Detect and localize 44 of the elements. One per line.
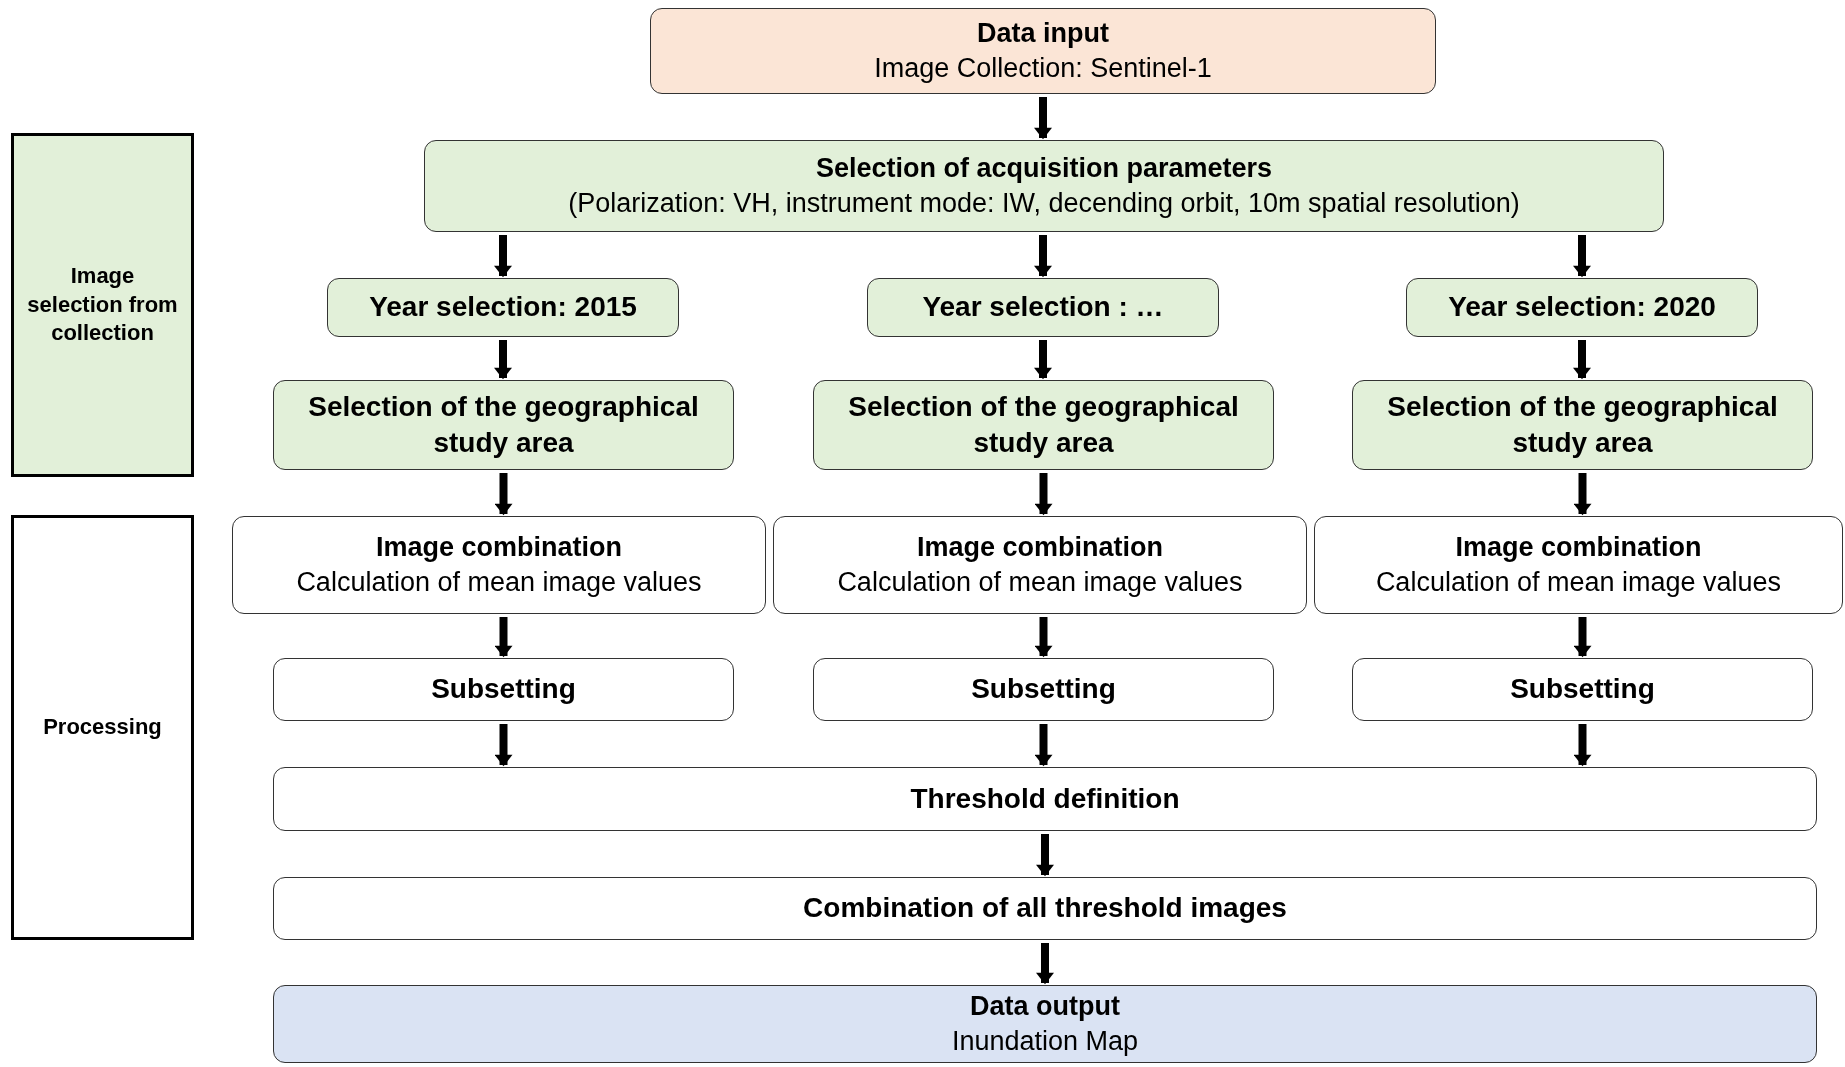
process-box bbox=[813, 658, 1274, 721]
box-heading: Data input bbox=[977, 16, 1109, 50]
box-heading: Threshold definition bbox=[910, 781, 1180, 816]
process-box bbox=[424, 140, 1664, 232]
process-box bbox=[327, 278, 679, 337]
box-heading: Year selection: 2015 bbox=[369, 290, 637, 325]
process-box bbox=[273, 985, 1817, 1063]
box-heading: Selection of acquisition parameters bbox=[815, 151, 1273, 185]
process-box bbox=[1406, 278, 1758, 337]
box-heading: Image combination bbox=[375, 530, 622, 564]
box-heading: Subsetting bbox=[1510, 672, 1655, 707]
section-box bbox=[11, 133, 194, 477]
process-box bbox=[273, 658, 734, 721]
process-box bbox=[273, 877, 1817, 940]
section-label: Image selection from collection bbox=[26, 262, 179, 348]
process-box bbox=[1352, 380, 1813, 470]
process-box bbox=[1352, 658, 1813, 721]
box-text: Image Collection: Sentinel-1 bbox=[874, 52, 1212, 85]
box-heading: Subsetting bbox=[971, 672, 1116, 707]
process-box bbox=[232, 516, 766, 614]
box-text: Calculation of mean image values bbox=[837, 566, 1243, 599]
process-box bbox=[867, 278, 1219, 337]
box-heading: Subsetting bbox=[431, 672, 576, 707]
box-heading: Image combination bbox=[916, 530, 1163, 564]
section-box bbox=[11, 515, 194, 940]
box-heading: Selection of the geographical study area bbox=[847, 389, 1240, 460]
box-heading: Year selection : … bbox=[922, 290, 1164, 325]
process-box bbox=[273, 767, 1817, 831]
section-label: Processing bbox=[43, 713, 162, 742]
box-heading: Image combination bbox=[1455, 530, 1702, 564]
box-heading: Selection of the geographical study area bbox=[307, 389, 700, 460]
process-box bbox=[650, 8, 1436, 94]
process-box bbox=[813, 380, 1274, 470]
box-text: Calculation of mean image values bbox=[296, 566, 702, 599]
process-box bbox=[773, 516, 1307, 614]
box-text: Calculation of mean image values bbox=[1375, 566, 1782, 599]
process-box bbox=[1314, 516, 1843, 614]
box-heading: Data output bbox=[970, 989, 1120, 1023]
box-text: Inundation Map bbox=[951, 1025, 1139, 1058]
box-heading: Combination of all threshold images bbox=[803, 891, 1287, 926]
box-heading: Selection of the geographical study area bbox=[1386, 389, 1779, 460]
box-text: (Polarization: VH, instrument mode: IW, decending orbit, 10m spatial resolution) bbox=[568, 187, 1520, 220]
process-box bbox=[273, 380, 734, 470]
box-heading: Year selection: 2020 bbox=[1448, 290, 1716, 325]
